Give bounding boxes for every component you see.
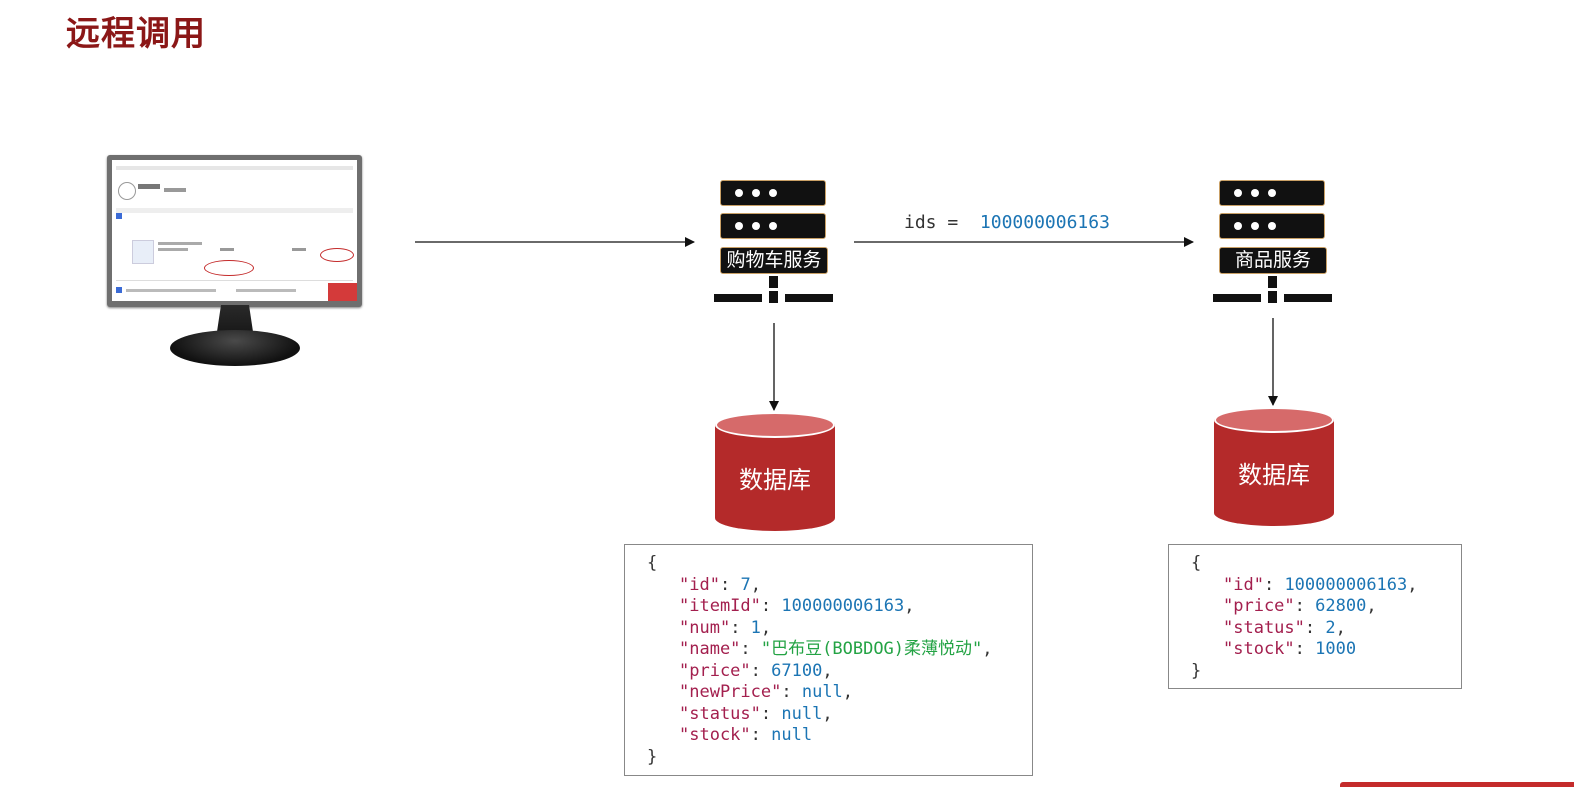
server-rack-unit <box>1219 180 1325 206</box>
item-database: 数据库 <box>1214 407 1334 526</box>
cart-database: 数据库 <box>715 412 835 531</box>
json-close-brace: } <box>647 746 658 767</box>
json-separator: , <box>842 682 854 702</box>
ids-value: 100000006163 <box>979 212 1110 233</box>
json-separator: , <box>1407 574 1418 595</box>
json-field: "name": "巴布豆(BOBDOG)柔薄悦动", <box>679 639 993 659</box>
json-key: "status" <box>1223 617 1305 638</box>
bottom-accent-strip <box>1340 782 1574 787</box>
json-value: 1000 <box>1315 639 1357 659</box>
json-separator: , <box>822 660 833 681</box>
json-separator: , <box>982 639 993 659</box>
json-value: 62800 <box>1315 596 1367 616</box>
json-separator: , <box>750 574 761 595</box>
json-open-brace: { <box>1191 553 1202 573</box>
json-value: 67100 <box>771 660 823 681</box>
json-open-brace: { <box>647 553 658 573</box>
cart-service-label: 购物车服务 <box>720 247 828 274</box>
json-value: null <box>771 725 813 745</box>
json-value: null <box>781 703 823 724</box>
page-title: 远程调用 <box>66 14 206 54</box>
item-service-server: 商品服务 <box>1213 180 1337 306</box>
json-key: "status" <box>679 703 761 724</box>
json-field: "id": 7, <box>679 574 761 595</box>
cart-service-server: 购物车服务 <box>714 180 838 306</box>
json-value: 100000006163 <box>781 596 905 616</box>
database-icon <box>1214 407 1334 433</box>
json-key: "name" <box>679 639 741 659</box>
monitor-frame <box>107 155 362 307</box>
json-field: "num": 1, <box>679 617 772 638</box>
json-field: "status": 2, <box>1223 617 1346 638</box>
json-key: "id" <box>1223 574 1264 595</box>
json-field: "price": 62800, <box>1223 596 1377 616</box>
server-rack-unit <box>720 213 826 239</box>
json-value: 2 <box>1325 617 1336 638</box>
item-json-box: { "id": 100000006163,"price": 62800,"sta… <box>1168 544 1462 689</box>
cart-json-box: { "id": 7,"itemId": 100000006163,"num": … <box>624 544 1033 776</box>
json-key: "id" <box>679 574 720 595</box>
ids-op: = <box>947 212 959 233</box>
server-rack-unit <box>720 180 826 206</box>
cart-db-label: 数据库 <box>739 466 811 494</box>
json-value: 100000006163 <box>1284 574 1408 595</box>
json-key: "price" <box>679 660 751 681</box>
item-service-label: 商品服务 <box>1219 247 1327 274</box>
monitor-base <box>170 330 300 366</box>
json-field: "newPrice": null, <box>679 682 854 702</box>
json-separator: , <box>822 703 833 724</box>
json-separator: , <box>1366 596 1377 616</box>
json-value: 1 <box>750 617 761 638</box>
json-separator: , <box>1335 617 1346 638</box>
json-separator: , <box>760 617 772 638</box>
json-field: "id": 100000006163, <box>1223 574 1418 595</box>
json-key: "num" <box>679 617 731 638</box>
server-rack-unit <box>1219 213 1325 239</box>
client-monitor <box>107 155 362 370</box>
json-close-brace: } <box>1191 660 1202 681</box>
json-key: "newPrice" <box>679 682 782 702</box>
item-db-label: 数据库 <box>1238 461 1310 489</box>
json-field: "status": null, <box>679 703 833 724</box>
json-key: "stock" <box>1223 639 1295 659</box>
json-value: 7 <box>740 574 751 595</box>
monitor-screen-shopping-cart <box>112 160 357 301</box>
json-field: "itemId": 100000006163, <box>679 596 915 616</box>
json-field: "price": 67100, <box>679 660 833 681</box>
ids-key: ids <box>904 212 937 233</box>
json-field: "stock": 1000 <box>1223 639 1357 659</box>
json-key: "price" <box>1223 596 1295 616</box>
json-value: null <box>801 682 843 702</box>
json-field: "stock": null <box>679 725 813 745</box>
json-key: "itemId" <box>679 596 761 616</box>
request-params: ids = 100000006163 <box>904 212 1110 233</box>
json-separator: , <box>904 596 915 616</box>
json-key: "stock" <box>679 725 751 745</box>
database-icon <box>715 412 835 438</box>
json-value: "巴布豆(BOBDOG)柔薄悦动" <box>760 639 983 659</box>
